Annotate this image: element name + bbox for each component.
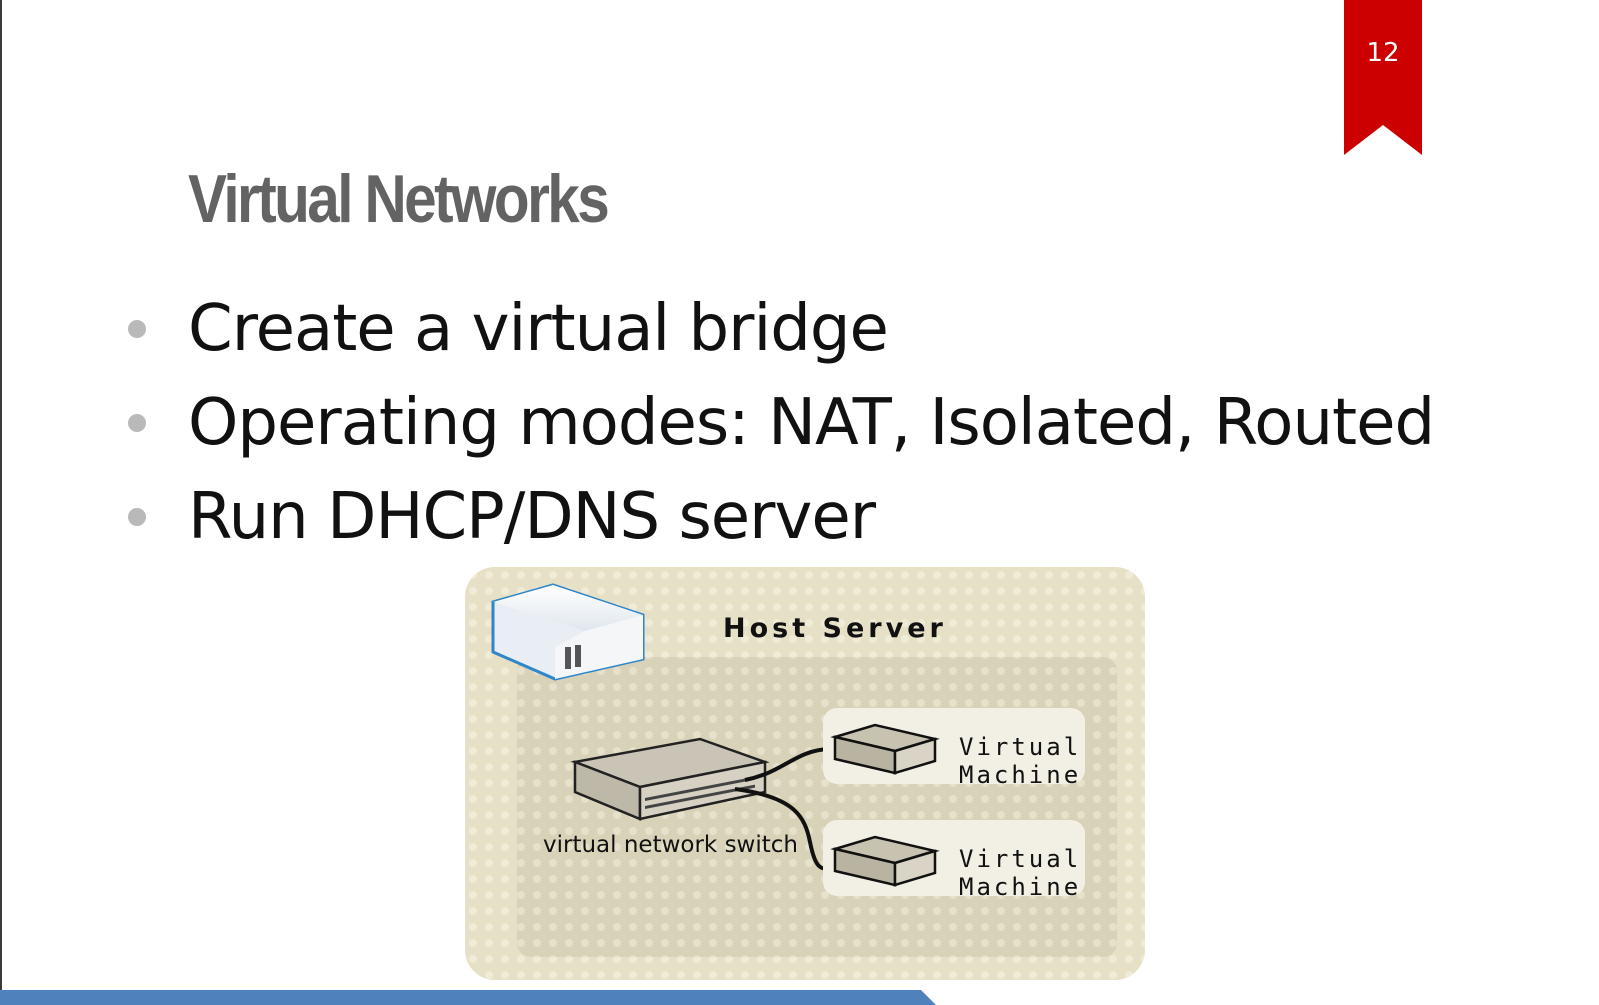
vm2-label: Virtual Machine xyxy=(959,845,1081,901)
cable-to-vm1 xyxy=(744,747,831,782)
vm1-icon xyxy=(830,723,940,775)
bullet-text: Run DHCP/DNS server xyxy=(188,480,876,554)
host-server-icon xyxy=(491,583,645,681)
switch-label: virtual network switch xyxy=(543,832,798,858)
bullet-text: Operating modes: NAT, Isolated, Routed xyxy=(188,386,1435,460)
bullet-item: Create a virtual bridge xyxy=(120,282,1434,376)
page-number-bookmark xyxy=(1344,0,1422,155)
page-number: 12 xyxy=(1366,38,1400,68)
bullet-dot xyxy=(128,414,146,432)
slide-left-border xyxy=(0,0,2,1005)
cable-to-vm2 xyxy=(734,787,836,871)
bottom-accent-bar xyxy=(0,990,1599,1005)
vm1-label: Virtual Machine xyxy=(959,733,1081,789)
vm2-label-line2: Machine xyxy=(959,873,1082,901)
vm1-label-line2: Machine xyxy=(959,761,1082,789)
slide-title: Virtual Networks xyxy=(188,161,610,237)
host-server-label: Host Server xyxy=(723,613,947,644)
network-switch-icon xyxy=(570,737,770,821)
bullet-text: Create a virtual bridge xyxy=(188,292,889,366)
bullet-item: Operating modes: NAT, Isolated, Routed xyxy=(120,376,1435,470)
bullet-dot xyxy=(128,508,146,526)
vm2-label-line1: Virtual xyxy=(959,845,1082,873)
bullet-item: Run DHCP/DNS server xyxy=(120,470,1434,564)
diagram-graphic xyxy=(465,567,1145,980)
vm1-label-line1: Virtual xyxy=(959,733,1082,761)
bullet-dot xyxy=(128,320,146,338)
virtual-network-diagram: Host Server virtual network switch Virtu… xyxy=(465,567,1145,980)
bullet-list: Create a virtual bridge Operating modes:… xyxy=(120,282,1435,564)
vm2-icon xyxy=(830,835,940,887)
